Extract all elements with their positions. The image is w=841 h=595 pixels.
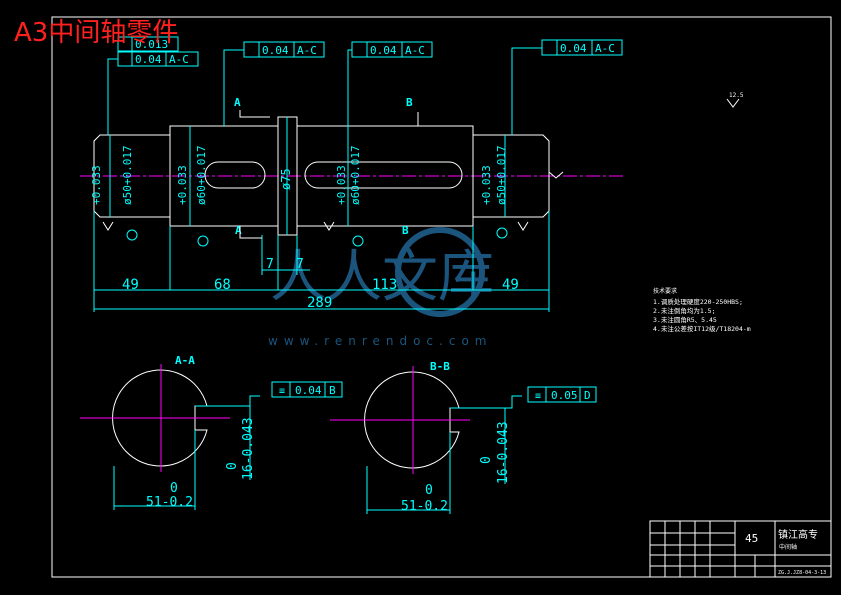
section-bb-sym-ref: D — [584, 389, 591, 402]
section-aa-label: A-A — [175, 354, 195, 367]
section-aa-sym-value: 0.04 — [295, 384, 322, 397]
tol-left-ref: A-C — [169, 53, 189, 66]
tol-midleft-ref: A-C — [297, 44, 317, 57]
length-l2: 68 — [214, 277, 231, 293]
section-marks: A A B B — [234, 96, 419, 239]
notes-item-1: 1.调质处理硬度220-250HBS; — [653, 297, 743, 306]
title-block-school: 镇江高专 — [778, 528, 818, 541]
surface-symbols: 12.5 — [102, 92, 744, 247]
diameter-labels: +0.033 ø50+0.017 +0.033 ø60+0.017 ø75 +0… — [90, 145, 508, 205]
title-block-material: 45 — [745, 532, 758, 545]
section-bb-depth-upper: 0 — [425, 483, 433, 498]
tol-right-value: 0.04 — [560, 42, 587, 55]
svg-text:≡: ≡ — [535, 391, 541, 402]
section-aa: A-A ≡ 0.04 B 0 51-0.2 0 16-0.043 — [80, 354, 343, 510]
section-mark-b-top: B — [406, 96, 413, 109]
shaft-segment-left-journal — [93, 134, 170, 218]
length-step-b: 7 — [296, 257, 304, 272]
section-aa-width-upper: 0 — [225, 462, 240, 470]
length-l3: 113 — [372, 277, 397, 293]
section-bb-sym-value: 0.05 — [551, 389, 578, 402]
tol-left-bottom: 0.04 — [135, 53, 162, 66]
section-mark-a-bottom: A — [235, 224, 242, 237]
section-bb-depth-lower: 51-0.2 — [401, 499, 448, 514]
watermark-text: 人人文库 — [270, 245, 494, 310]
length-l4: 49 — [502, 277, 519, 293]
section-bb-width-lower: 16-0.043 — [496, 421, 511, 484]
section-aa-depth-upper: 0 — [170, 481, 178, 496]
dia-4-upper: +0.033 — [335, 165, 348, 205]
notes-item-3: 3.未注圆角R5、5.45 — [653, 315, 717, 324]
section-aa-sym-ref: B — [329, 384, 336, 397]
section-bb-label: B-B — [430, 360, 450, 373]
shaft-segment-right-journal — [473, 134, 550, 218]
shaft-front-view — [80, 116, 625, 312]
notes-item-2: 2.未注倒角均为1.5; — [653, 306, 715, 315]
dia-2-lower: ø60+0.017 — [195, 145, 208, 205]
section-aa-width-lower: 16-0.043 — [241, 417, 256, 480]
drawing-title: A3中间轴零件 — [14, 18, 178, 48]
tol-midright-ref: A-C — [405, 44, 425, 57]
dia-5-upper: +0.033 — [480, 165, 493, 205]
section-aa-outline — [112, 369, 208, 467]
drawing-border — [51, 16, 832, 578]
title-block-drawing-no: ZG.J.JZ8-04-3-13 — [778, 570, 826, 576]
section-bb-width-upper: 0 — [479, 456, 494, 464]
watermark-url: www.renrendoc.com — [268, 334, 492, 348]
dia-4-lower: ø60+0.017 — [349, 145, 362, 205]
dia-1-lower: ø50+0.017 — [121, 145, 134, 205]
tol-midleft-value: 0.04 — [262, 44, 289, 57]
dia-1-upper: +0.033 — [90, 165, 103, 205]
length-l1: 49 — [122, 277, 139, 293]
keyway-right — [304, 161, 463, 189]
tol-midright-value: 0.04 — [370, 44, 397, 57]
title-block: 45 镇江高专 中间轴 ZG.J.JZ8-04-3-13 — [649, 520, 832, 578]
notes-item-4: 4.未注公差按IT12级/T18204-m — [653, 324, 751, 333]
watermark: 人人文库 www.renrendoc.com — [268, 227, 494, 348]
dia-2-upper: +0.033 — [176, 165, 189, 205]
technical-notes: 技术要求 1.调质处理硬度220-250HBS; 2.未注倒角均为1.5; 3.… — [653, 287, 751, 333]
length-total: 289 — [307, 295, 332, 311]
dia-3: ø75 — [279, 168, 293, 190]
section-aa-depth-lower: 51-0.2 — [146, 495, 193, 510]
length-step-a: 7 — [266, 257, 274, 272]
roughness-general: 12.5 — [729, 92, 744, 99]
svg-text:≡: ≡ — [279, 386, 285, 397]
shaft-segment-right-gear-seat — [296, 125, 474, 227]
section-mark-b-bottom: B — [402, 224, 409, 237]
section-bb-outline — [364, 371, 460, 469]
dia-5-lower: ø50+0.017 — [495, 145, 508, 205]
section-mark-a-top: A — [234, 96, 241, 109]
notes-header: 技术要求 — [653, 287, 677, 295]
tol-left-top: 0.013 — [135, 38, 168, 51]
title-block-part: 中间轴 — [779, 543, 797, 551]
keyway-left — [204, 161, 266, 189]
tol-right-ref: A-C — [595, 42, 615, 55]
tolerance-frames: 0.013 0.04 A-C 0.04 A-C 0.04 A-C 0.04 A-… — [107, 36, 623, 135]
section-bb: B-B ≡ 0.05 D 0 51-0.2 0 16-0.043 — [330, 360, 597, 514]
length-labels: 49 68 113 49 289 7 7 — [122, 257, 519, 311]
